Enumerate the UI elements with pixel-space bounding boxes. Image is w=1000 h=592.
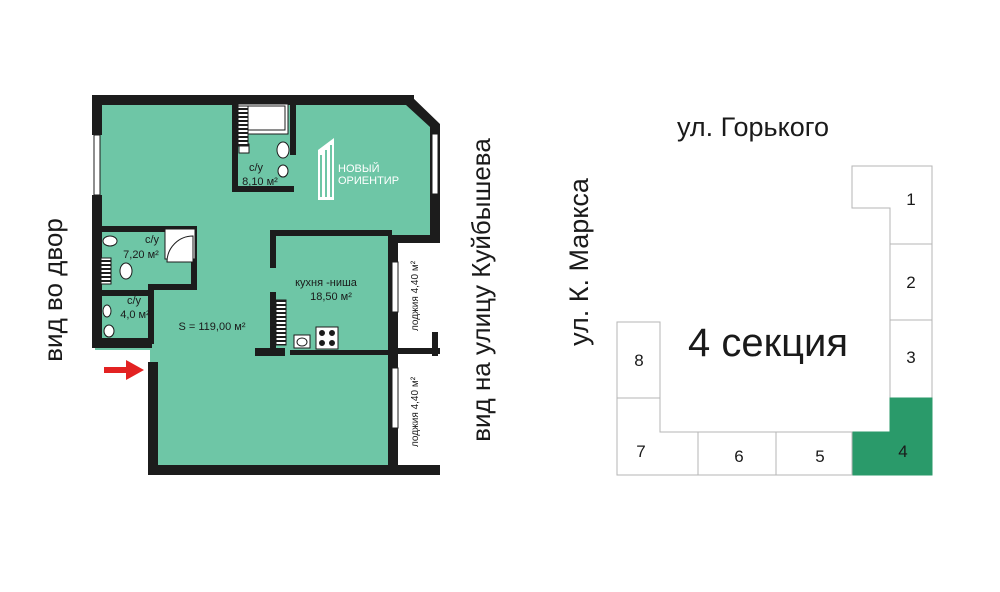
section-1-cell [851, 165, 933, 245]
section-6-cell [697, 431, 777, 476]
section-2-cell [889, 243, 933, 321]
bath1-name: с/у [249, 162, 264, 174]
loggia-lower [400, 356, 436, 468]
section-2-number: 2 [906, 273, 915, 292]
bath3-area: 4,0 м² [120, 309, 150, 321]
total-area: S = 119,00 м² [179, 321, 246, 333]
loggia-upper [400, 240, 436, 352]
section-7-cell [616, 397, 699, 476]
window-left [93, 134, 101, 196]
street-top-label: ул. Горького [677, 112, 829, 142]
section-7-number: 7 [636, 442, 645, 461]
section-6-number: 6 [734, 447, 743, 466]
fixtures [100, 103, 339, 350]
section-5-cell [775, 431, 853, 476]
section-8-cell [616, 321, 661, 399]
bath2-name: с/у [145, 234, 160, 246]
bath1-area: 8,10 м² [242, 176, 278, 188]
brand-logo-icon [318, 138, 334, 200]
section-3-number: 3 [906, 348, 915, 367]
section-3-cell [889, 319, 933, 399]
street-left-label: ул. К. Маркса [564, 177, 594, 346]
section-8-number: 8 [634, 351, 643, 370]
kitchen-name: кухня -ниша [295, 277, 358, 289]
loggia1-label: лоджия 4,40 м² [410, 260, 421, 331]
view-street-label: вид на улицу Куйбышева [466, 138, 496, 442]
window-right [431, 133, 439, 195]
kitchen-area: 18,50 м² [310, 291, 352, 303]
brand-name-line1: НОВЫЙ [338, 162, 379, 175]
entrance-arrow [104, 360, 144, 380]
section-4-number: 4 [898, 442, 907, 461]
site-plan [616, 165, 933, 476]
brand-name-line2: ОРИЕНТИР [338, 175, 399, 187]
section-5-number: 5 [815, 447, 824, 466]
section-1-number: 1 [906, 190, 915, 209]
loggia2-label: лоджия 4,40 м² [410, 376, 421, 447]
section-title: 4 секция [688, 321, 848, 365]
section-4-cell [851, 397, 933, 476]
apartment-floor [95, 100, 438, 470]
loggia-windows [391, 261, 399, 429]
bath2-area: 7,20 м² [123, 249, 159, 261]
apartment-plan [92, 95, 440, 475]
bath3-name: с/у [127, 295, 142, 307]
view-courtyard-label: вид во двор [38, 218, 68, 362]
